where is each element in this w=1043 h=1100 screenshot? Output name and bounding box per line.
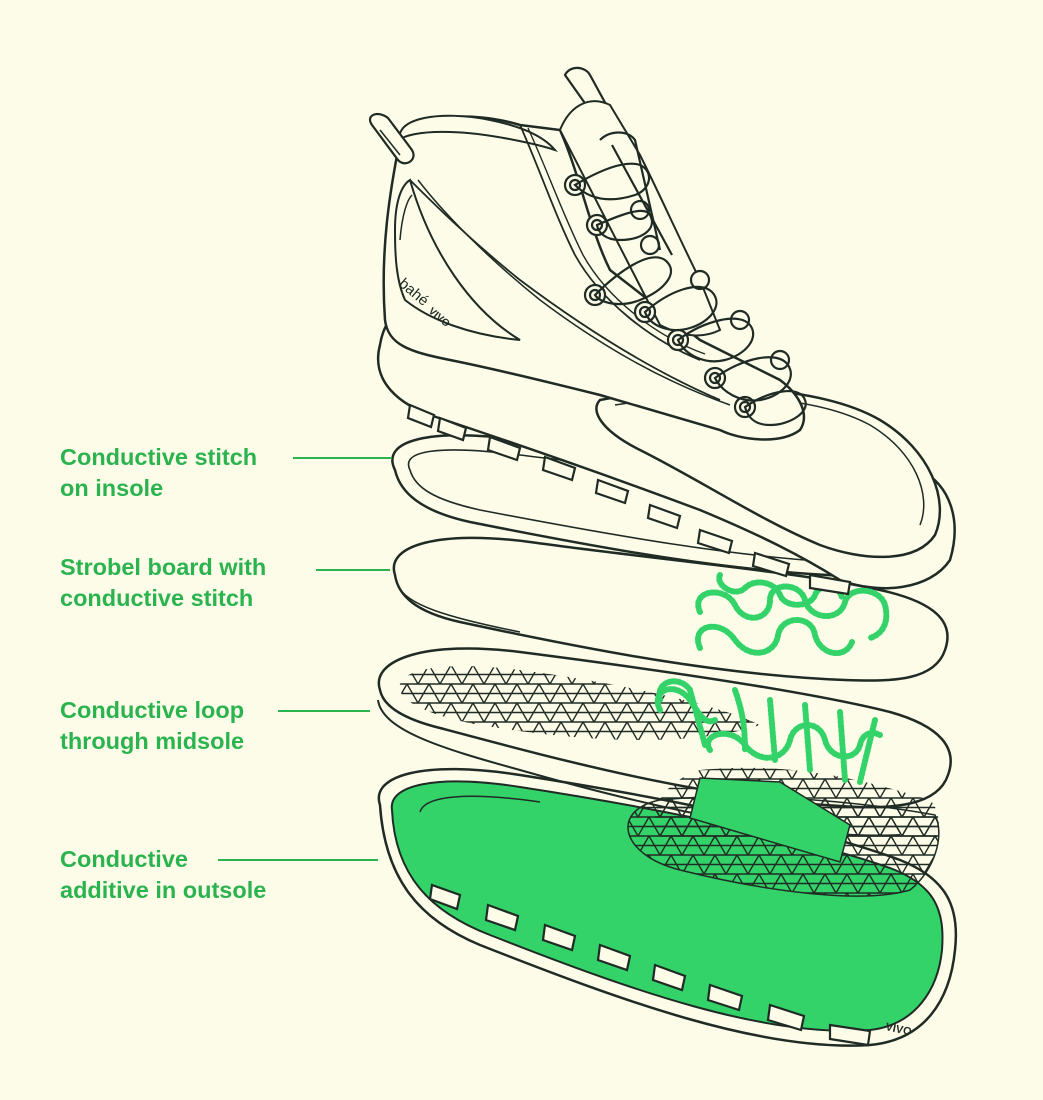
callout-outsole-line2: additive in outsole (60, 877, 267, 903)
midsole-stitch-loop (656, 678, 878, 785)
callout-outsole-line1: Conductive (60, 846, 188, 872)
laces (573, 131, 807, 427)
callout-strobel-line2: conductive stitch (60, 585, 254, 611)
boot-upper: bahé VIVO (369, 66, 956, 596)
strobel-board-layer (392, 536, 949, 761)
callout-outsole: Conductive additive in outsole (60, 844, 266, 906)
callout-insole-line2: on insole (60, 475, 164, 501)
leader-lines (218, 457, 392, 861)
vivo-logo-icon: VIVO (884, 1021, 913, 1038)
callout-insole-line1: Conductive stitch (60, 444, 258, 470)
callout-strobel-line1: Strobel board with (60, 554, 267, 580)
callout-midsole-line2: through midsole (60, 728, 245, 754)
callout-midsole-line1: Conductive loop (60, 697, 245, 723)
callout-insole: Conductive stitch on insole (60, 442, 257, 504)
callout-strobel-board: Strobel board with conductive stitch (60, 552, 266, 614)
callout-midsole: Conductive loop through midsole (60, 695, 244, 757)
